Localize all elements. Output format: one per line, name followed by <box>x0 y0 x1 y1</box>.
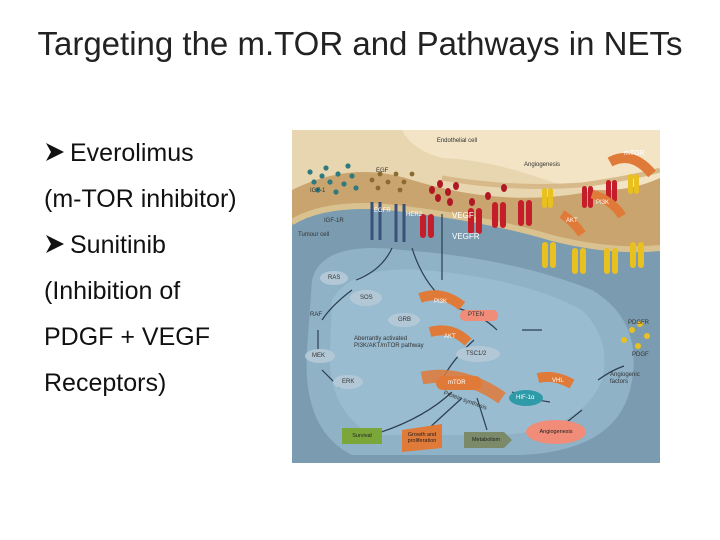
label-egf: EGF <box>376 168 389 174</box>
label-sos: SOS <box>360 295 373 301</box>
label-vegf: VEGF <box>452 211 474 220</box>
label-igf1r: IGF-1R <box>324 218 344 224</box>
bullet-line: (m-TOR inhibitor) <box>44 185 237 213</box>
bullet-text: Everolimus <box>70 139 194 167</box>
label-pi3k-right: PI3K <box>596 200 610 206</box>
bullet-text: Sunitinib <box>70 231 166 259</box>
label-raf: RAF <box>310 312 322 318</box>
label-igf1: IGF-1 <box>310 188 326 194</box>
box-survival: Survival <box>352 433 372 439</box>
label-mek: MEK <box>312 353 326 359</box>
label-akt: AKT <box>444 334 456 340</box>
label-pdgfr: PDGFR <box>628 320 649 326</box>
label-tumour-cell: Tumour cell <box>298 232 330 238</box>
label-mtor: mTOR <box>448 380 466 386</box>
pathway-diagram: Endothelial cell Angiogenesis mTOR PI3K … <box>292 130 660 463</box>
label-ras: RAS <box>328 275 341 281</box>
box-angiogenesis: Angiogenesis <box>539 429 573 435</box>
label-pten: PTEN <box>468 312 485 318</box>
label-angiogenic-factors: Angiogenic factors <box>610 372 640 385</box>
label-akt-right: AKT <box>566 218 578 224</box>
label-her2: HER2 <box>406 212 423 218</box>
bullet-sunitinib: Sunitinib <box>44 222 294 268</box>
box-metabolism: Metabolism <box>471 437 501 443</box>
label-pdgf: PDGF <box>632 352 649 358</box>
label-grb: GRB <box>398 317 412 323</box>
label-tsc: TSC1/2 <box>466 351 487 357</box>
label-vhl: VHL <box>552 378 564 384</box>
bullet-everolimus: Everolimus <box>44 130 294 176</box>
bullet-line: Receptors) <box>44 369 167 397</box>
slide-title: Targeting the m.TOR and Pathways in NETs <box>37 25 683 62</box>
box-growth: Growth and proliferation <box>407 432 437 444</box>
bullet-list: Everolimus (m-TOR inhibitor) Sunitinib (… <box>44 130 294 406</box>
label-mtor-top: mTOR <box>624 150 645 157</box>
bullet-arrow-icon <box>46 143 64 161</box>
label-pi3k: PI3K <box>434 299 448 305</box>
label-endothelial-cell: Endothelial cell <box>436 138 478 144</box>
label-erk: ERK <box>342 379 355 385</box>
pathway-illustration <box>292 130 660 463</box>
label-egfr: EGFR <box>374 208 391 214</box>
bullet-line: (Inhibition of <box>44 277 181 305</box>
label-angiogenesis-top: Angiogenesis <box>524 162 561 168</box>
label-aberrant-pathway: Aberrantly activated PI3K/AKT/mTOR pathw… <box>354 336 424 349</box>
bullet-line: PDGF + VEGF <box>44 323 211 351</box>
bullet-arrow-icon <box>46 235 64 253</box>
label-hif: HIF-1α <box>516 395 535 401</box>
label-vegfr: VEGFR <box>452 232 480 241</box>
